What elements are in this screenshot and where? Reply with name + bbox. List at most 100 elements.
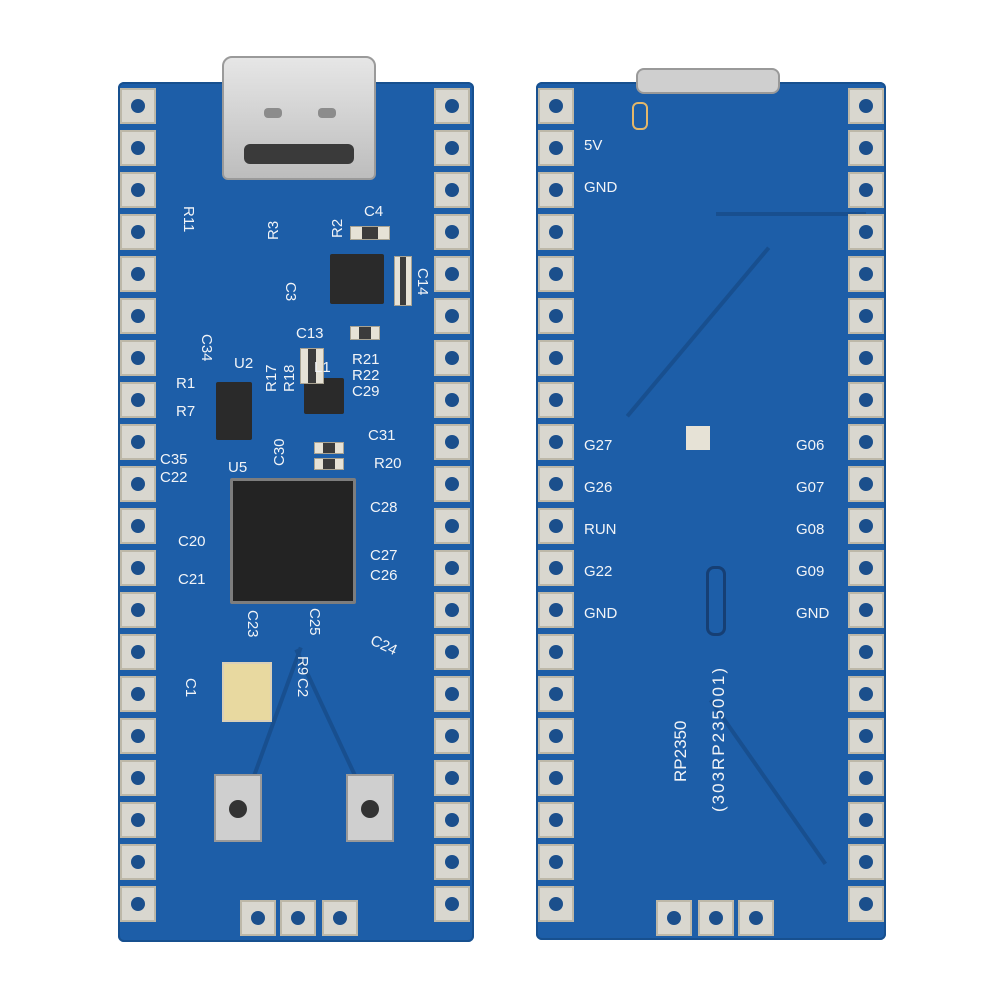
debug-pin-pad <box>738 900 774 936</box>
header-pin-pad <box>120 172 156 208</box>
header-pin-pad <box>120 466 156 502</box>
label-c29: C29 <box>352 383 380 400</box>
header-pin-pad <box>120 844 156 880</box>
header-pin-pad <box>434 382 470 418</box>
label-c28: C28 <box>370 499 398 516</box>
label-r18: R18 <box>281 364 298 392</box>
header-pin-pad <box>538 844 574 880</box>
label-u5: U5 <box>228 459 248 476</box>
header-pin-pad <box>120 634 156 670</box>
header-pin-pad <box>434 802 470 838</box>
header-pin-pad <box>538 382 574 418</box>
back-pcb-board: 5V GND G27 G26 RUN G22 GND G06 G07 G08 G… <box>536 68 886 940</box>
boot-button[interactable] <box>214 774 262 842</box>
header-pin-pad <box>120 886 156 922</box>
c14-capacitor <box>394 256 412 306</box>
header-pin-pad <box>538 214 574 250</box>
label-u2: U2 <box>234 355 254 372</box>
label-c25: C25 <box>306 608 323 636</box>
mounting-slot <box>706 566 726 636</box>
header-pin-pad <box>434 634 470 670</box>
label-c24: C24 <box>367 631 400 660</box>
label-l1: L1 <box>314 359 331 376</box>
header-pin-pad <box>434 256 470 292</box>
header-pin-pad <box>848 214 884 250</box>
header-pin-pad <box>538 508 574 544</box>
trace <box>716 212 866 216</box>
header-pin-pad <box>120 340 156 376</box>
test-pad <box>632 102 648 130</box>
back-right-label: G08 <box>796 521 825 538</box>
debug-pin-pad <box>656 900 692 936</box>
header-pin-pad <box>848 466 884 502</box>
back-left-label: G26 <box>584 479 613 496</box>
label-r17: R17 <box>263 364 280 392</box>
header-pin-pad <box>848 172 884 208</box>
usb-c-connector-back <box>636 68 780 94</box>
header-pin-pad <box>848 802 884 838</box>
header-pin-pad <box>538 298 574 334</box>
voltage-regulator <box>330 254 384 304</box>
reset-button[interactable] <box>346 774 394 842</box>
header-pin-pad <box>434 172 470 208</box>
c3-capacitor <box>300 348 324 384</box>
l1-inductor <box>304 378 344 414</box>
header-pin-pad <box>848 550 884 586</box>
label-c22: C22 <box>160 469 188 486</box>
header-pin-pad <box>120 298 156 334</box>
label-r2: R2 <box>329 218 346 238</box>
label-c30: C30 <box>271 438 288 466</box>
c38-capacitor <box>314 458 344 470</box>
debug-pin-pad <box>280 900 316 936</box>
back-left-label: GND <box>584 605 618 622</box>
label-r11: R11 <box>180 206 197 233</box>
label-c4: C4 <box>364 203 384 220</box>
header-pin-pad <box>120 550 156 586</box>
header-pin-pad <box>538 424 574 460</box>
back-right-label: G07 <box>796 479 825 496</box>
header-pin-pad <box>120 760 156 796</box>
header-pin-pad <box>434 760 470 796</box>
header-pin-pad <box>434 844 470 880</box>
header-pin-pad <box>538 130 574 166</box>
header-pin-pad <box>434 508 470 544</box>
header-pin-pad <box>434 886 470 922</box>
label-c1: C1 <box>182 678 199 698</box>
microcontroller-chip <box>230 478 356 604</box>
header-pin-pad <box>538 466 574 502</box>
header-pin-pad <box>538 718 574 754</box>
header-pin-pad <box>538 634 574 670</box>
label-c26: C26 <box>370 567 398 584</box>
label-r9: R9 <box>294 656 311 676</box>
header-pin-pad <box>434 718 470 754</box>
header-pin-pad <box>120 256 156 292</box>
label-c21: C21 <box>178 571 206 588</box>
label-r22: R22 <box>352 367 380 384</box>
header-pin-pad <box>538 340 574 376</box>
header-pin-pad <box>538 550 574 586</box>
chip-code-label: (303RP235001) <box>709 665 728 812</box>
c4-capacitor <box>350 226 390 240</box>
c32-capacitor <box>314 442 344 454</box>
chip-name-label: RP2350 <box>671 720 690 782</box>
back-right-label: G09 <box>796 563 825 580</box>
front-pcb-board: R11 R3 R2 C4 C3 C14 C13 C34 U2 R17 R18 L… <box>118 56 474 942</box>
header-pin-pad <box>538 802 574 838</box>
header-pin-pad <box>434 424 470 460</box>
header-pin-pad <box>538 760 574 796</box>
header-pin-pad <box>848 760 884 796</box>
header-pin-pad <box>120 130 156 166</box>
label-c23: C23 <box>244 610 261 638</box>
header-pin-pad <box>848 256 884 292</box>
header-pin-pad <box>538 676 574 712</box>
back-left-label: GND <box>584 179 618 196</box>
header-pin-pad <box>434 214 470 250</box>
trace <box>625 246 771 418</box>
header-pin-pad <box>848 88 884 124</box>
debug-pin-pad <box>240 900 276 936</box>
label-c2: C2 <box>294 678 311 698</box>
header-pin-pad <box>848 340 884 376</box>
label-r1: R1 <box>176 375 196 392</box>
label-c13: C13 <box>296 325 324 342</box>
header-pin-pad <box>120 88 156 124</box>
